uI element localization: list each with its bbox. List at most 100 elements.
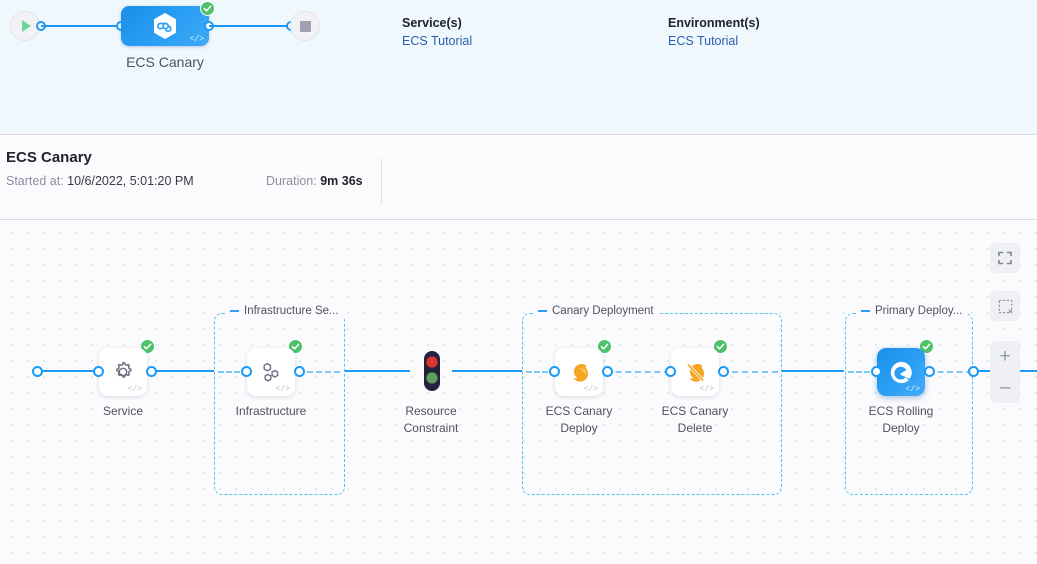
connector-group1-dotted-out (298, 371, 340, 373)
group-label-infrastructure[interactable]: Infrastructure Se... (225, 305, 344, 317)
node-ecs-rolling-deploy[interactable]: </> (877, 348, 925, 396)
node-ecs-canary-deploy-output-port[interactable] (602, 366, 613, 377)
group-primary-deployment[interactable]: Primary Deploy... (845, 305, 973, 495)
check-circle-icon (922, 343, 931, 350)
check-circle-icon (143, 343, 152, 350)
group-label-text: Primary Deploy... (875, 305, 963, 317)
play-icon (22, 20, 31, 32)
node-ecs-canary-delete-input-port[interactable] (665, 366, 676, 377)
services-value-link[interactable]: ECS Tutorial (402, 34, 473, 48)
gear-icon (116, 361, 132, 378)
marquee-select-icon (998, 299, 1012, 313)
pipeline-node-label: ECS Canary (126, 54, 204, 70)
duration-value: 9m 36s (320, 174, 363, 188)
collapse-dash-icon[interactable] (861, 310, 870, 312)
group-label-text: Infrastructure Se... (244, 305, 339, 317)
fullscreen-icon (998, 251, 1012, 265)
group-label-canary-deployment[interactable]: Canary Deployment (533, 305, 659, 317)
environments-block: Environment(s) ECS Tutorial (668, 16, 760, 48)
stop-icon (299, 20, 311, 32)
zoom-in-button[interactable]: + (999, 345, 1011, 367)
node-resource-constraint-caption: Resource Constraint (369, 403, 493, 437)
node-ecs-rolling-deploy-output-port[interactable] (924, 366, 935, 377)
node-service-output-port[interactable] (146, 366, 157, 377)
pipeline-end-node[interactable] (290, 11, 320, 41)
group-label-primary-deployment[interactable]: Primary Deploy... (856, 305, 968, 317)
page-title: ECS Canary (6, 149, 92, 166)
code-glyph: </> (699, 385, 714, 394)
node-infrastructure-input-port[interactable] (241, 366, 252, 377)
traffic-light-icon (424, 351, 440, 391)
connector-pipeline-to-stop (209, 25, 291, 27)
code-glyph: </> (905, 385, 920, 394)
collapse-dash-icon[interactable] (538, 310, 547, 312)
caption-line-2: Deploy (560, 421, 598, 435)
connector-group3-dotted-out (928, 371, 972, 373)
services-block: Service(s) ECS Tutorial (402, 16, 472, 48)
marquee-select-button[interactable] (990, 291, 1020, 321)
node-ecs-rolling-deploy-input-port[interactable] (871, 366, 882, 377)
environments-value-link[interactable]: ECS Tutorial (668, 34, 739, 48)
environments-label: Environment(s) (668, 16, 760, 30)
caption-line-2: Delete (677, 421, 713, 435)
hexagon-cluster-icon (263, 362, 279, 382)
zoom-controls[interactable]: + – (990, 341, 1020, 403)
check-circle-icon (291, 343, 300, 350)
connector-group1-to-resource (345, 370, 410, 372)
node-ecs-canary-delete[interactable]: </> (671, 348, 719, 396)
status-badge-success (200, 1, 215, 16)
caption-line-2: Constraint (403, 421, 459, 435)
connector-group2-dotted-out (722, 371, 778, 373)
duration: Duration: 9m 36s (266, 174, 363, 188)
node-ecs-canary-delete-caption: ECS Canary Delete (633, 403, 757, 437)
started-at-label: Started at (6, 174, 61, 188)
zoom-out-button[interactable]: – (999, 376, 1011, 398)
group-label-text: Canary Deployment (552, 305, 654, 317)
node-service-input-port[interactable] (93, 366, 104, 377)
connector-resource-to-group2 (452, 370, 522, 372)
caption-line-1: ECS Canary (545, 404, 613, 418)
node-infrastructure-output-port[interactable] (294, 366, 305, 377)
canary-bird-delete-icon (686, 362, 704, 382)
duration-label: Duration (266, 174, 314, 188)
check-circle-icon (600, 343, 609, 350)
caption-line-1: Resource (405, 404, 457, 418)
pipeline-graph-canvas[interactable]: Infrastructure Se... Canary Deployment P… (0, 221, 1037, 564)
connector-start-to-pipeline (41, 25, 121, 27)
check-circle-icon (716, 343, 725, 350)
group-infrastructure-section[interactable]: Infrastructure Se... (214, 305, 345, 495)
connector-group3-dotted-in (848, 371, 878, 373)
node-ecs-canary-deploy-caption: ECS Canary Deploy (517, 403, 641, 437)
code-glyph: </> (275, 385, 290, 394)
code-glyph: </> (127, 385, 142, 394)
execution-info-strip: ECS Canary Started at: 10/6/2022, 5:01:2… (0, 136, 1037, 220)
node-infrastructure[interactable]: </> (247, 348, 295, 396)
connector-group1-dotted-in (218, 371, 248, 373)
caption-line-1: ECS Rolling (868, 404, 934, 418)
pipeline-node-ecs-canary[interactable]: </> (121, 6, 209, 46)
canary-bird-icon (572, 363, 588, 382)
connector-group2-dotted-in (526, 371, 556, 373)
connector-group2-to-group3 (782, 370, 844, 372)
node-service-caption: Service (102, 404, 143, 418)
node-ecs-canary-deploy-input-port[interactable] (549, 366, 560, 377)
node-resource-constraint[interactable] (408, 348, 456, 396)
pipeline-start-node[interactable] (10, 11, 40, 41)
start-output-port[interactable] (32, 366, 43, 377)
collapse-dash-icon[interactable] (230, 310, 239, 312)
node-infrastructure-caption: Infrastructure (235, 404, 307, 418)
fullscreen-button[interactable] (990, 243, 1020, 273)
node-service[interactable]: </> (99, 348, 147, 396)
node-ecs-canary-delete-output-port[interactable] (718, 366, 729, 377)
ecs-logo-icon (890, 361, 912, 383)
services-label: Service(s) (402, 16, 462, 30)
caption-line-1: ECS Canary (661, 404, 729, 418)
pipeline-overview-banner: </> ECS Canary (0, 0, 1037, 135)
check-circle-icon (203, 5, 212, 12)
node-ecs-canary-deploy[interactable]: </> (555, 348, 603, 396)
connector-service-to-group1 (152, 370, 214, 372)
code-glyph: </> (189, 35, 204, 44)
group-canary-deployment[interactable]: Canary Deployment (522, 305, 782, 495)
graph-end-port[interactable] (968, 366, 979, 377)
